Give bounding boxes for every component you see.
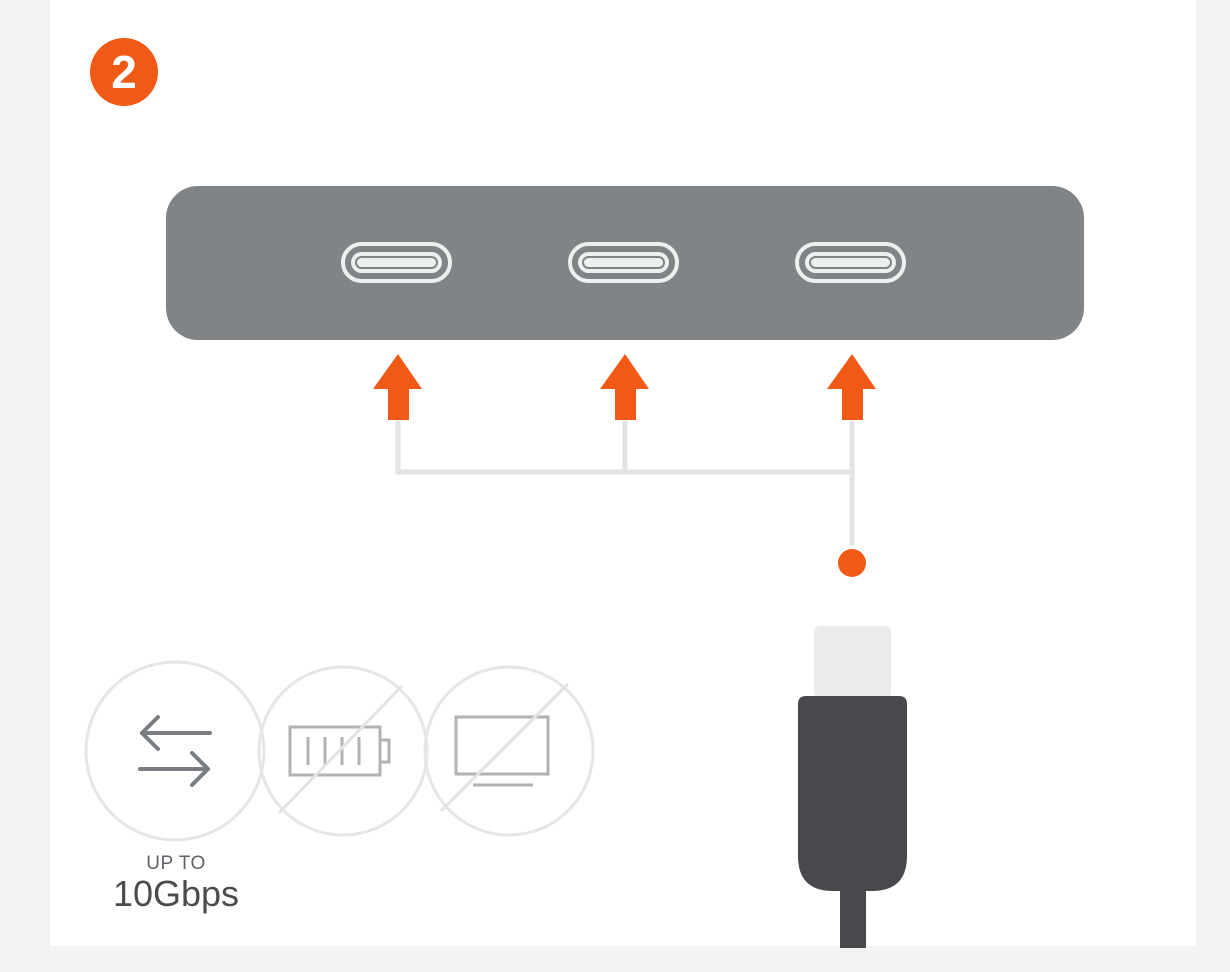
step-number-badge: 2	[90, 38, 158, 106]
not-supported-slash-icon	[439, 682, 570, 813]
arrow-up-icon	[827, 354, 876, 420]
transfer-speed-label: UP TO 10Gbps	[96, 854, 256, 914]
capability-icons	[84, 660, 595, 842]
usb-c-port-3	[795, 242, 906, 283]
data-transfer-arrows-icon	[138, 715, 212, 787]
connection-point-dot	[838, 549, 866, 577]
monitor-icon	[454, 715, 550, 787]
not-supported-slash-icon	[277, 684, 404, 815]
usb-c-cable	[840, 886, 866, 948]
battery-icon	[288, 725, 391, 777]
usb-c-connector-tip	[814, 626, 891, 698]
arrow-up-icon	[373, 354, 422, 420]
port-connector-lines	[395, 421, 855, 545]
usb-c-plug-housing	[798, 696, 907, 891]
usb-c-port-1	[341, 242, 452, 283]
speed-prefix: UP TO	[146, 853, 206, 874]
speed-value: 10Gbps	[112, 873, 240, 914]
usb-c-cable-plug	[798, 626, 907, 948]
arrow-up-icon	[600, 354, 649, 420]
usb-c-port-2	[568, 242, 679, 283]
